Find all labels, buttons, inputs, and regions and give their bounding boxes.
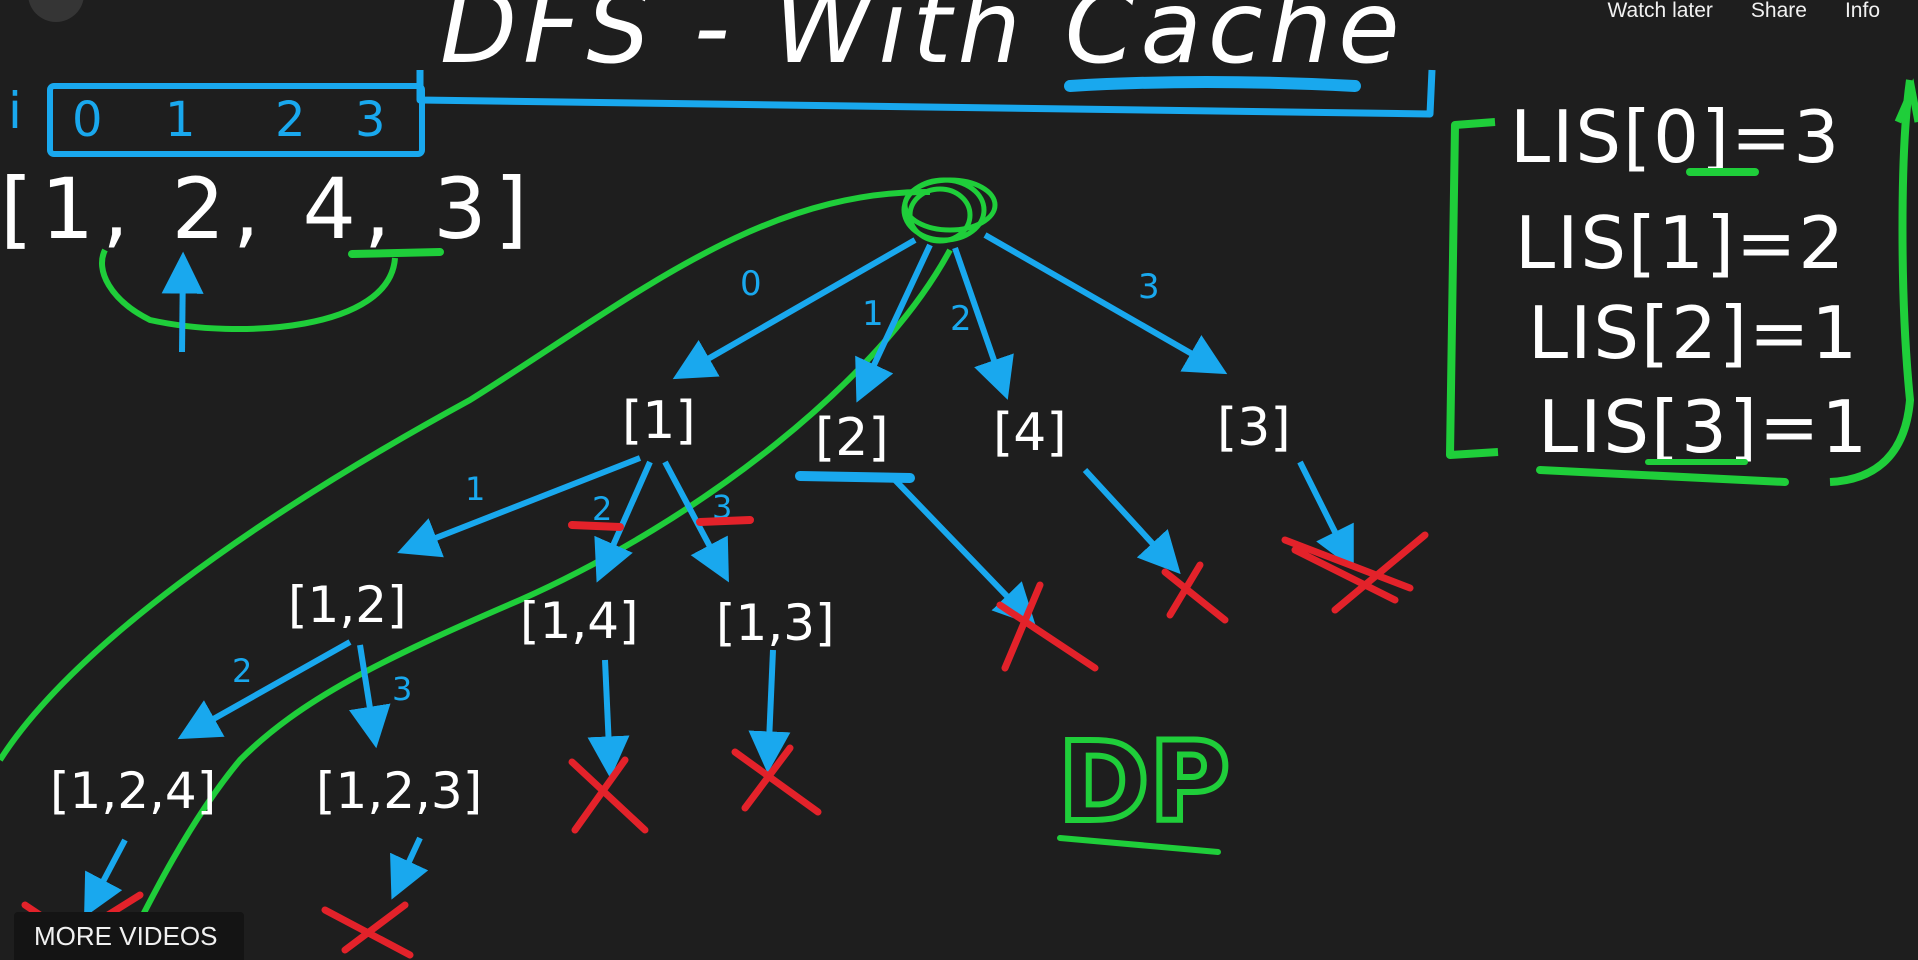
l2-edge-label-3: 3 — [392, 670, 412, 708]
cache-right-green-curve — [1829, 79, 1915, 486]
board-title: DFS - With Cache — [440, 0, 1406, 86]
more-videos-button[interactable]: MORE VIDEOS — [14, 912, 244, 960]
dp-label: DP — [1058, 718, 1230, 846]
node-2: [2] — [815, 408, 889, 468]
index-label: i — [8, 82, 22, 140]
l2-edge-label-2: 2 — [232, 652, 252, 690]
root-edge-label-3: 3 — [1138, 267, 1160, 307]
level3-nodes: [1,2,4] [1,2,3] — [50, 762, 482, 820]
index-box — [47, 83, 425, 157]
level1-nodes: [1] [2] [4] [3] — [622, 391, 1291, 468]
l1-edge-label-1: 1 — [465, 470, 485, 508]
title-cache-underline — [1064, 76, 1361, 92]
cache-lis-1: LIS[1]=2 — [1515, 201, 1846, 285]
index-3: 3 — [355, 92, 386, 148]
cache-lis-0: LIS[0]=3 — [1510, 95, 1841, 179]
level2-nodes: [1,2] [1,4] [1,3] — [288, 576, 835, 652]
red-strike-label-2 — [568, 521, 624, 531]
green-path-curve — [0, 188, 953, 960]
node-2-blue-underline — [795, 471, 915, 483]
index-0: 0 — [72, 92, 103, 148]
info-button[interactable]: Info — [1844, 0, 1880, 22]
node-3: [3] — [1217, 398, 1291, 458]
watch-later-button[interactable]: Watch later — [1607, 0, 1713, 22]
x-node-4 — [1161, 561, 1229, 624]
red-strike-label-3 — [696, 516, 754, 526]
channel-avatar[interactable] — [28, 0, 84, 22]
node-1-3: [1,3] — [716, 594, 835, 652]
share-button[interactable]: Share — [1750, 0, 1807, 22]
level2-edges — [177, 639, 791, 779]
dp-underline — [1057, 835, 1221, 855]
input-array: [1, 2, 4, 3] — [0, 160, 536, 258]
level3-edges — [84, 836, 429, 918]
x-node-1-4 — [568, 756, 649, 834]
level2-edge-labels: 2 3 — [232, 652, 412, 708]
x-node-2 — [996, 581, 1099, 672]
level1-edge-labels: 1 2 3 — [465, 470, 732, 528]
cache-lis-2: LIS[2]=1 — [1528, 291, 1859, 375]
x-node-1-3 — [731, 744, 822, 816]
index-2: 2 — [275, 92, 306, 148]
x-node-1-2-3 — [321, 901, 414, 959]
index-1: 1 — [165, 92, 196, 148]
node-1: [1] — [622, 391, 696, 451]
cache-entries: LIS[0]=3 LIS[1]=2 LIS[2]=1 LIS[3]=1 — [1510, 95, 1869, 469]
root-edge-labels: 0 1 2 3 — [740, 264, 1160, 339]
array-green-underline — [348, 248, 444, 258]
l1-edge-label-2: 2 — [592, 490, 612, 528]
l1-edge-label-3: 3 — [712, 488, 732, 526]
x-node-3 — [1281, 531, 1429, 614]
node-4: [4] — [993, 403, 1067, 463]
root-edge-label-0: 0 — [740, 264, 762, 304]
root-edges — [672, 232, 1228, 403]
root-edge-label-2: 2 — [950, 299, 972, 339]
cache-lis-3: LIS[3]=1 — [1538, 385, 1869, 469]
cache-bracket — [1446, 118, 1499, 459]
root-edge-label-1: 1 — [862, 294, 884, 334]
level1-edges — [397, 455, 1354, 627]
more-videos-label: MORE VIDEOS — [34, 920, 218, 951]
array-blue-arrow — [161, 251, 204, 353]
cache-3-underline — [1536, 466, 1789, 486]
root-node-scribble — [901, 177, 998, 244]
cache-green-arrow — [1894, 78, 1918, 124]
node-1-2-4: [1,2,4] — [50, 762, 216, 820]
index-values: 0 1 2 3 — [72, 92, 386, 148]
node-1-4: [1,4] — [520, 592, 639, 650]
node-1-2-3: [1,2,3] — [316, 762, 482, 820]
player-top-controls: Watch later Share Info — [1608, 0, 1918, 40]
node-1-2: [1,2] — [288, 576, 407, 634]
array-green-loop — [99, 248, 398, 333]
